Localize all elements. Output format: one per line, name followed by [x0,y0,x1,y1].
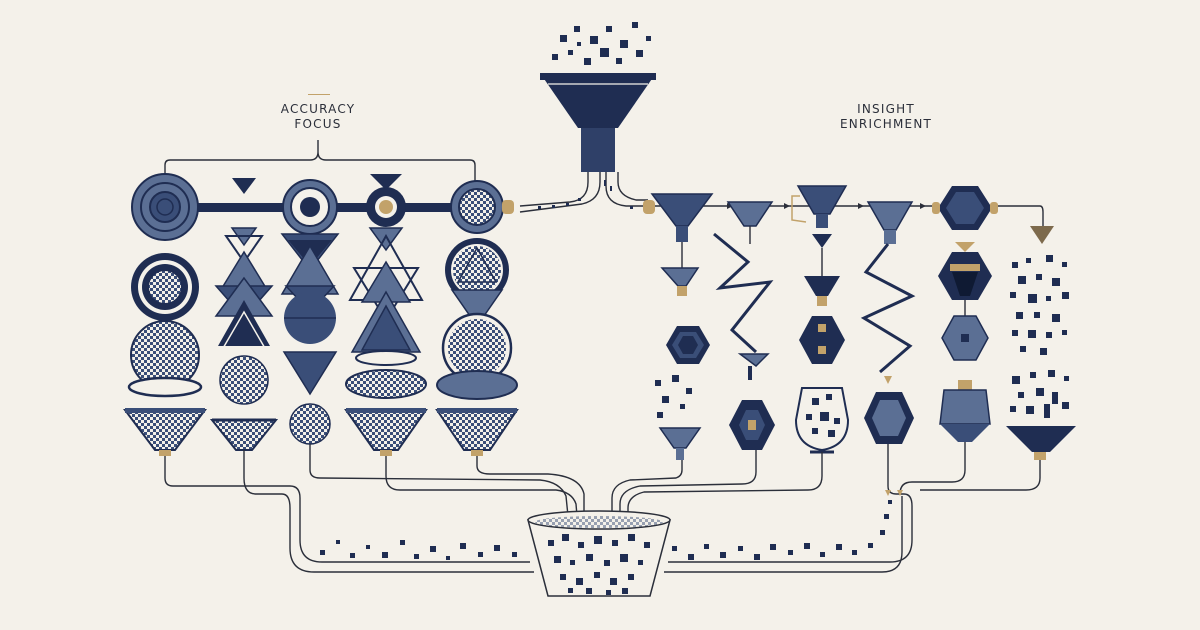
tube-particles [538,180,633,209]
left-coupler [502,200,514,214]
accuracy-column-2 [209,178,279,451]
insight-column-2 [713,201,775,450]
top-particles [552,22,651,65]
accuracy-column-1 [123,173,207,456]
top-output-tubes [519,172,648,213]
accuracy-label-line-1: ACCURACY [280,102,356,116]
collection-basin-icon [527,510,671,597]
accuracy-bracket [164,140,476,185]
accuracy-column-4 [344,174,428,456]
insight-column-3 [791,185,850,454]
accuracy-label-line-2: FOCUS [294,117,342,131]
accuracy-focus-label: ACCURACY FOCUS [258,102,378,132]
data-funnel-icon [540,73,656,172]
accuracy-column-3 [280,179,340,458]
insight-enrichment-label: INSIGHT ENRICHMENT [826,102,946,132]
insight-column-6 [1006,226,1076,460]
accuracy-top-bar [180,203,502,212]
insight-label-line-1: INSIGHT [857,102,915,116]
insight-label-line-2: ENRICHMENT [839,117,933,131]
accuracy-focus-rule [308,94,330,95]
bottom-particle-trail [320,500,892,560]
insight-column-1 [650,193,714,460]
insight-column-4 [860,201,916,444]
insight-column-5 [932,186,998,442]
accuracy-column-5 [435,180,519,456]
right-coupler [643,200,655,214]
